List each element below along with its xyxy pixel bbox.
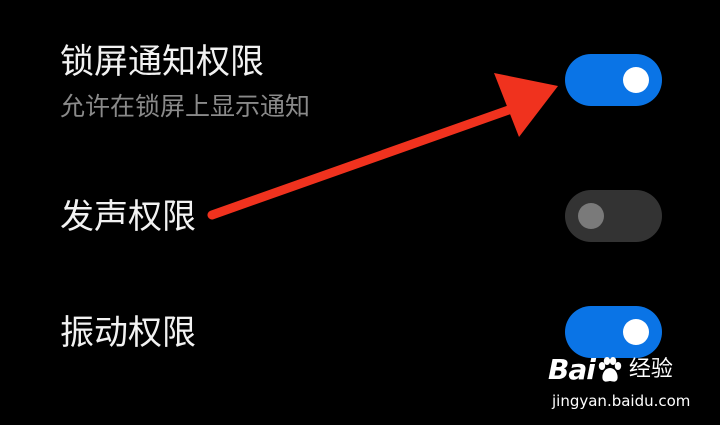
toggle-knob	[623, 319, 649, 345]
toggle-knob	[623, 67, 649, 93]
setting-title-vibration: 振动权限	[60, 313, 196, 353]
setting-row-lockscreen-notification[interactable]: 锁屏通知权限 允许在锁屏上显示通知	[0, 0, 720, 150]
setting-title-lockscreen-notification: 锁屏通知权限	[60, 42, 264, 82]
watermark-logo-row: Bai 百 经验	[548, 352, 673, 388]
setting-title-sound: 发声权限	[60, 197, 196, 237]
sound-toggle[interactable]	[565, 190, 662, 242]
setting-subtitle-lockscreen-notification: 允许在锁屏上显示通知	[60, 92, 311, 121]
toggle-knob	[578, 203, 604, 229]
baidu-jingyan-watermark: Bai 百 经验 jingyan.baidu.com	[548, 352, 718, 418]
vibration-toggle[interactable]	[565, 306, 662, 358]
watermark-product: 经验	[628, 357, 673, 382]
setting-row-sound[interactable]: 发声权限	[0, 150, 720, 280]
lockscreen-notification-toggle[interactable]	[565, 54, 662, 106]
watermark-domain: jingyan.baidu.com	[552, 392, 691, 410]
watermark-logo-left: Bai	[548, 353, 596, 386]
setting-row-vibration[interactable]: 振动权限	[0, 280, 720, 390]
paw-icon	[598, 357, 622, 382]
